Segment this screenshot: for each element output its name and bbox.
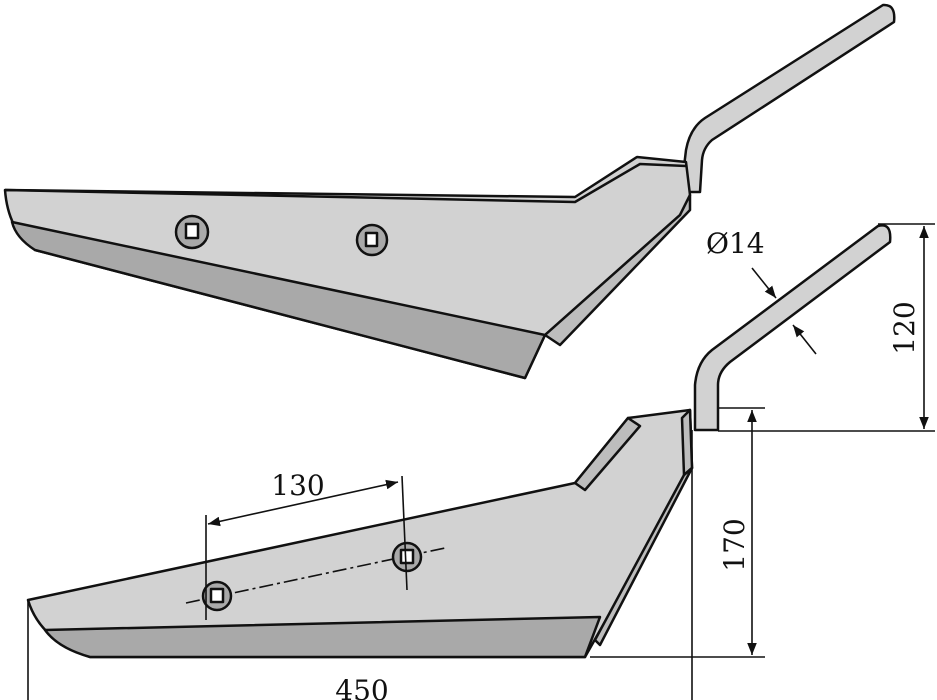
rod-diameter-label: Ø14 xyxy=(706,227,765,260)
overall-length-label: 450 xyxy=(335,674,388,700)
blade-perspective-view xyxy=(3,3,896,380)
blade-height-label: 170 xyxy=(718,518,751,571)
blade-side-bevel-top xyxy=(543,193,692,347)
hole-spacing-label: 130 xyxy=(271,469,324,502)
blade-edge-side xyxy=(573,416,642,492)
rod-perspective xyxy=(679,3,896,194)
blade-side-view xyxy=(26,224,892,659)
dimension-lines xyxy=(27,223,935,700)
mounting-hole xyxy=(201,580,233,612)
blade-bevel-top xyxy=(10,220,547,380)
rod-side xyxy=(693,224,892,432)
mounting-hole xyxy=(174,214,210,250)
rod-height-label: 120 xyxy=(888,301,921,354)
mounting-hole xyxy=(391,541,423,573)
blade-bevel-side xyxy=(43,615,602,659)
mounting-hole xyxy=(355,223,389,257)
